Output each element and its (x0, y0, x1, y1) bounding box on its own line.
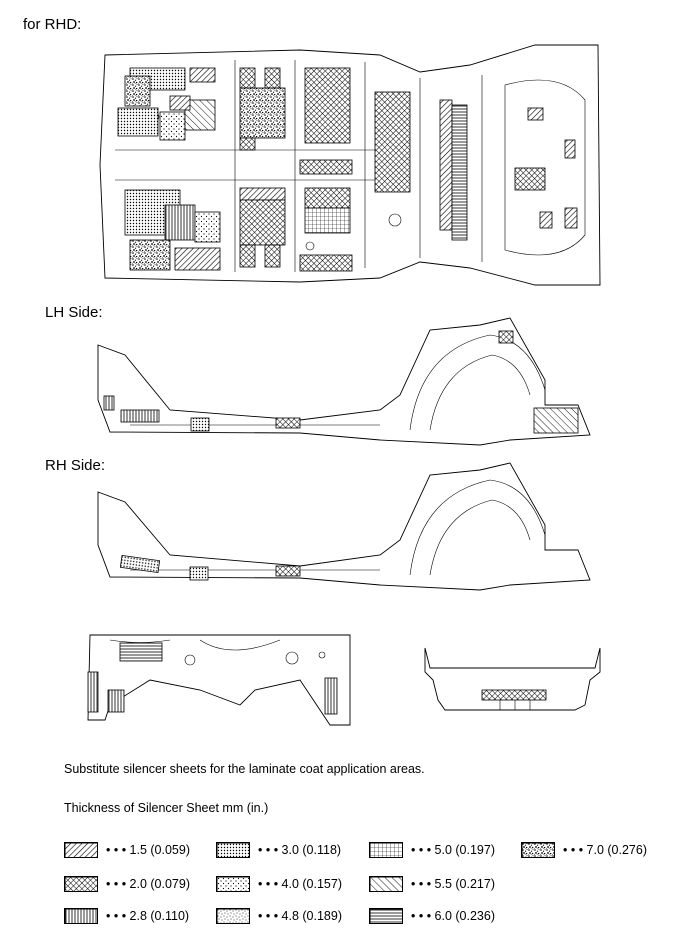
legend-swatch-icon (64, 908, 98, 924)
legend-label: • • • 7.0 (0.276) (563, 843, 648, 857)
legend-swatch-icon (64, 876, 98, 892)
legend-item: • • • 3.0 (0.118) (216, 842, 341, 858)
rear-panel-patches (481, 689, 547, 701)
substitute-note: Substitute silencer sheets for the lamin… (64, 762, 425, 776)
lh-side-patches (103, 330, 579, 434)
legend-swatch-icon (216, 842, 250, 858)
rhd-label: for RHD: (23, 16, 82, 33)
legend-swatch-icon (521, 842, 555, 858)
legend-label: • • • 5.0 (0.197) (411, 843, 496, 857)
legend-item: • • • 4.0 (0.157) (216, 876, 342, 892)
legend-swatch-icon (369, 876, 403, 892)
legend-swatch-icon (64, 842, 98, 858)
legend-label: • • • 4.8 (0.189) (258, 909, 343, 923)
legend-item: • • • 6.0 (0.236) (369, 908, 495, 924)
legend-swatch-icon (369, 908, 403, 924)
legend-item: • • • 5.0 (0.197) (369, 842, 495, 858)
legend-swatch-icon (216, 876, 250, 892)
legend-label: • • • 5.5 (0.217) (411, 877, 496, 891)
lh-side-view (97, 317, 591, 446)
legend-item: • • • 2.0 (0.079) (64, 876, 190, 892)
rear-panel-view (424, 647, 601, 711)
dash-panel-patches (87, 642, 338, 715)
dash-panel-view (87, 634, 351, 726)
legend-item: • • • 5.5 (0.217) (369, 876, 495, 892)
floor-silencer-patches (117, 67, 578, 272)
legend-label: • • • 2.8 (0.110) (106, 909, 190, 923)
legend-label: • • • 1.5 (0.059) (106, 843, 191, 857)
legend-item: • • • 7.0 (0.276) (521, 842, 647, 858)
legend-item: • • • 1.5 (0.059) (64, 842, 190, 858)
legend-label: • • • 2.0 (0.079) (106, 877, 191, 891)
legend-label: • • • 4.0 (0.157) (258, 877, 343, 891)
rh-side-patches (119, 554, 301, 581)
thickness-title: Thickness of Silencer Sheet mm (in.) (64, 801, 269, 815)
legend-item: • • • 4.8 (0.189) (216, 908, 342, 924)
legend-label: • • • 3.0 (0.118) (258, 843, 342, 857)
legend-swatch-icon (216, 908, 250, 924)
legend-swatch-icon (369, 842, 403, 858)
legend-item: • • • 2.8 (0.110) (64, 908, 189, 924)
rh-side-label: RH Side: (45, 457, 106, 474)
rh-side-view (97, 462, 591, 591)
lh-side-label: LH Side: (45, 304, 103, 321)
legend-label: • • • 6.0 (0.236) (411, 909, 496, 923)
